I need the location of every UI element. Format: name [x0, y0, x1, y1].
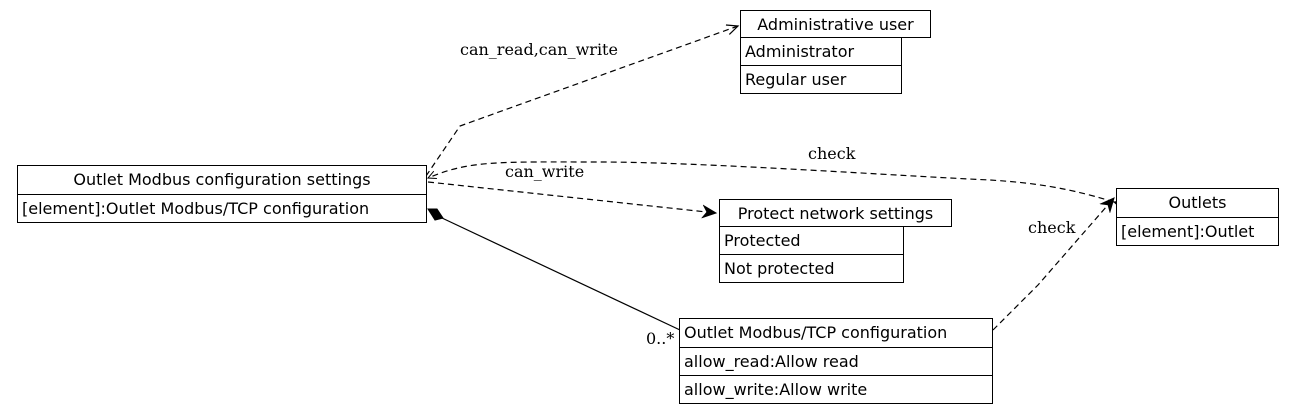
edge-label-can-read-can-write: can_read,can_write	[460, 40, 618, 59]
node-attribute: [element]:Outlet	[1117, 217, 1278, 245]
edge-label-check-settings: check	[808, 144, 856, 163]
node-outlets[interactable]: Outlets [element]:Outlet	[1116, 188, 1279, 246]
edge-config-to-outlets	[992, 198, 1114, 331]
node-attribute: allow_read:Allow read	[680, 347, 992, 375]
node-outlet-modbus-tcp-configuration[interactable]: Outlet Modbus/TCP configuration allow_re…	[679, 318, 993, 404]
edge-settings-to-admin-user	[425, 24, 740, 177]
node-attribute: allow_write:Allow write	[680, 375, 992, 403]
node-attribute: [element]:Outlet Modbus/TCP configuratio…	[18, 194, 426, 222]
node-enum-value: Regular user	[740, 66, 902, 94]
node-protect-network-settings[interactable]: Protect network settings Protected Not p…	[719, 199, 952, 283]
node-enum-value: Administrator	[740, 38, 902, 66]
composition-diamond-icon	[427, 208, 444, 221]
node-title: Protect network settings	[719, 199, 952, 227]
edge-composition-settings-to-config	[441, 217, 681, 331]
edge-label-can-write: can_write	[505, 162, 585, 181]
edge-settings-to-protect-network	[427, 181, 716, 213]
node-enum-value: Protected	[719, 227, 904, 255]
node-title: Administrative user	[740, 10, 931, 38]
node-title: Outlet Modbus/TCP configuration	[684, 323, 948, 342]
edge-label-check-config: check	[1028, 218, 1076, 237]
node-outlet-modbus-configuration-settings[interactable]: Outlet Modbus configuration settings [el…	[17, 165, 427, 223]
node-title: Outlets	[1168, 193, 1227, 212]
multiplicity-label: 0..*	[646, 329, 675, 348]
node-enum-value: Not protected	[719, 255, 904, 283]
node-title: Outlet Modbus configuration settings	[73, 170, 371, 189]
node-administrative-user[interactable]: Administrative user Administrator Regula…	[740, 10, 931, 94]
